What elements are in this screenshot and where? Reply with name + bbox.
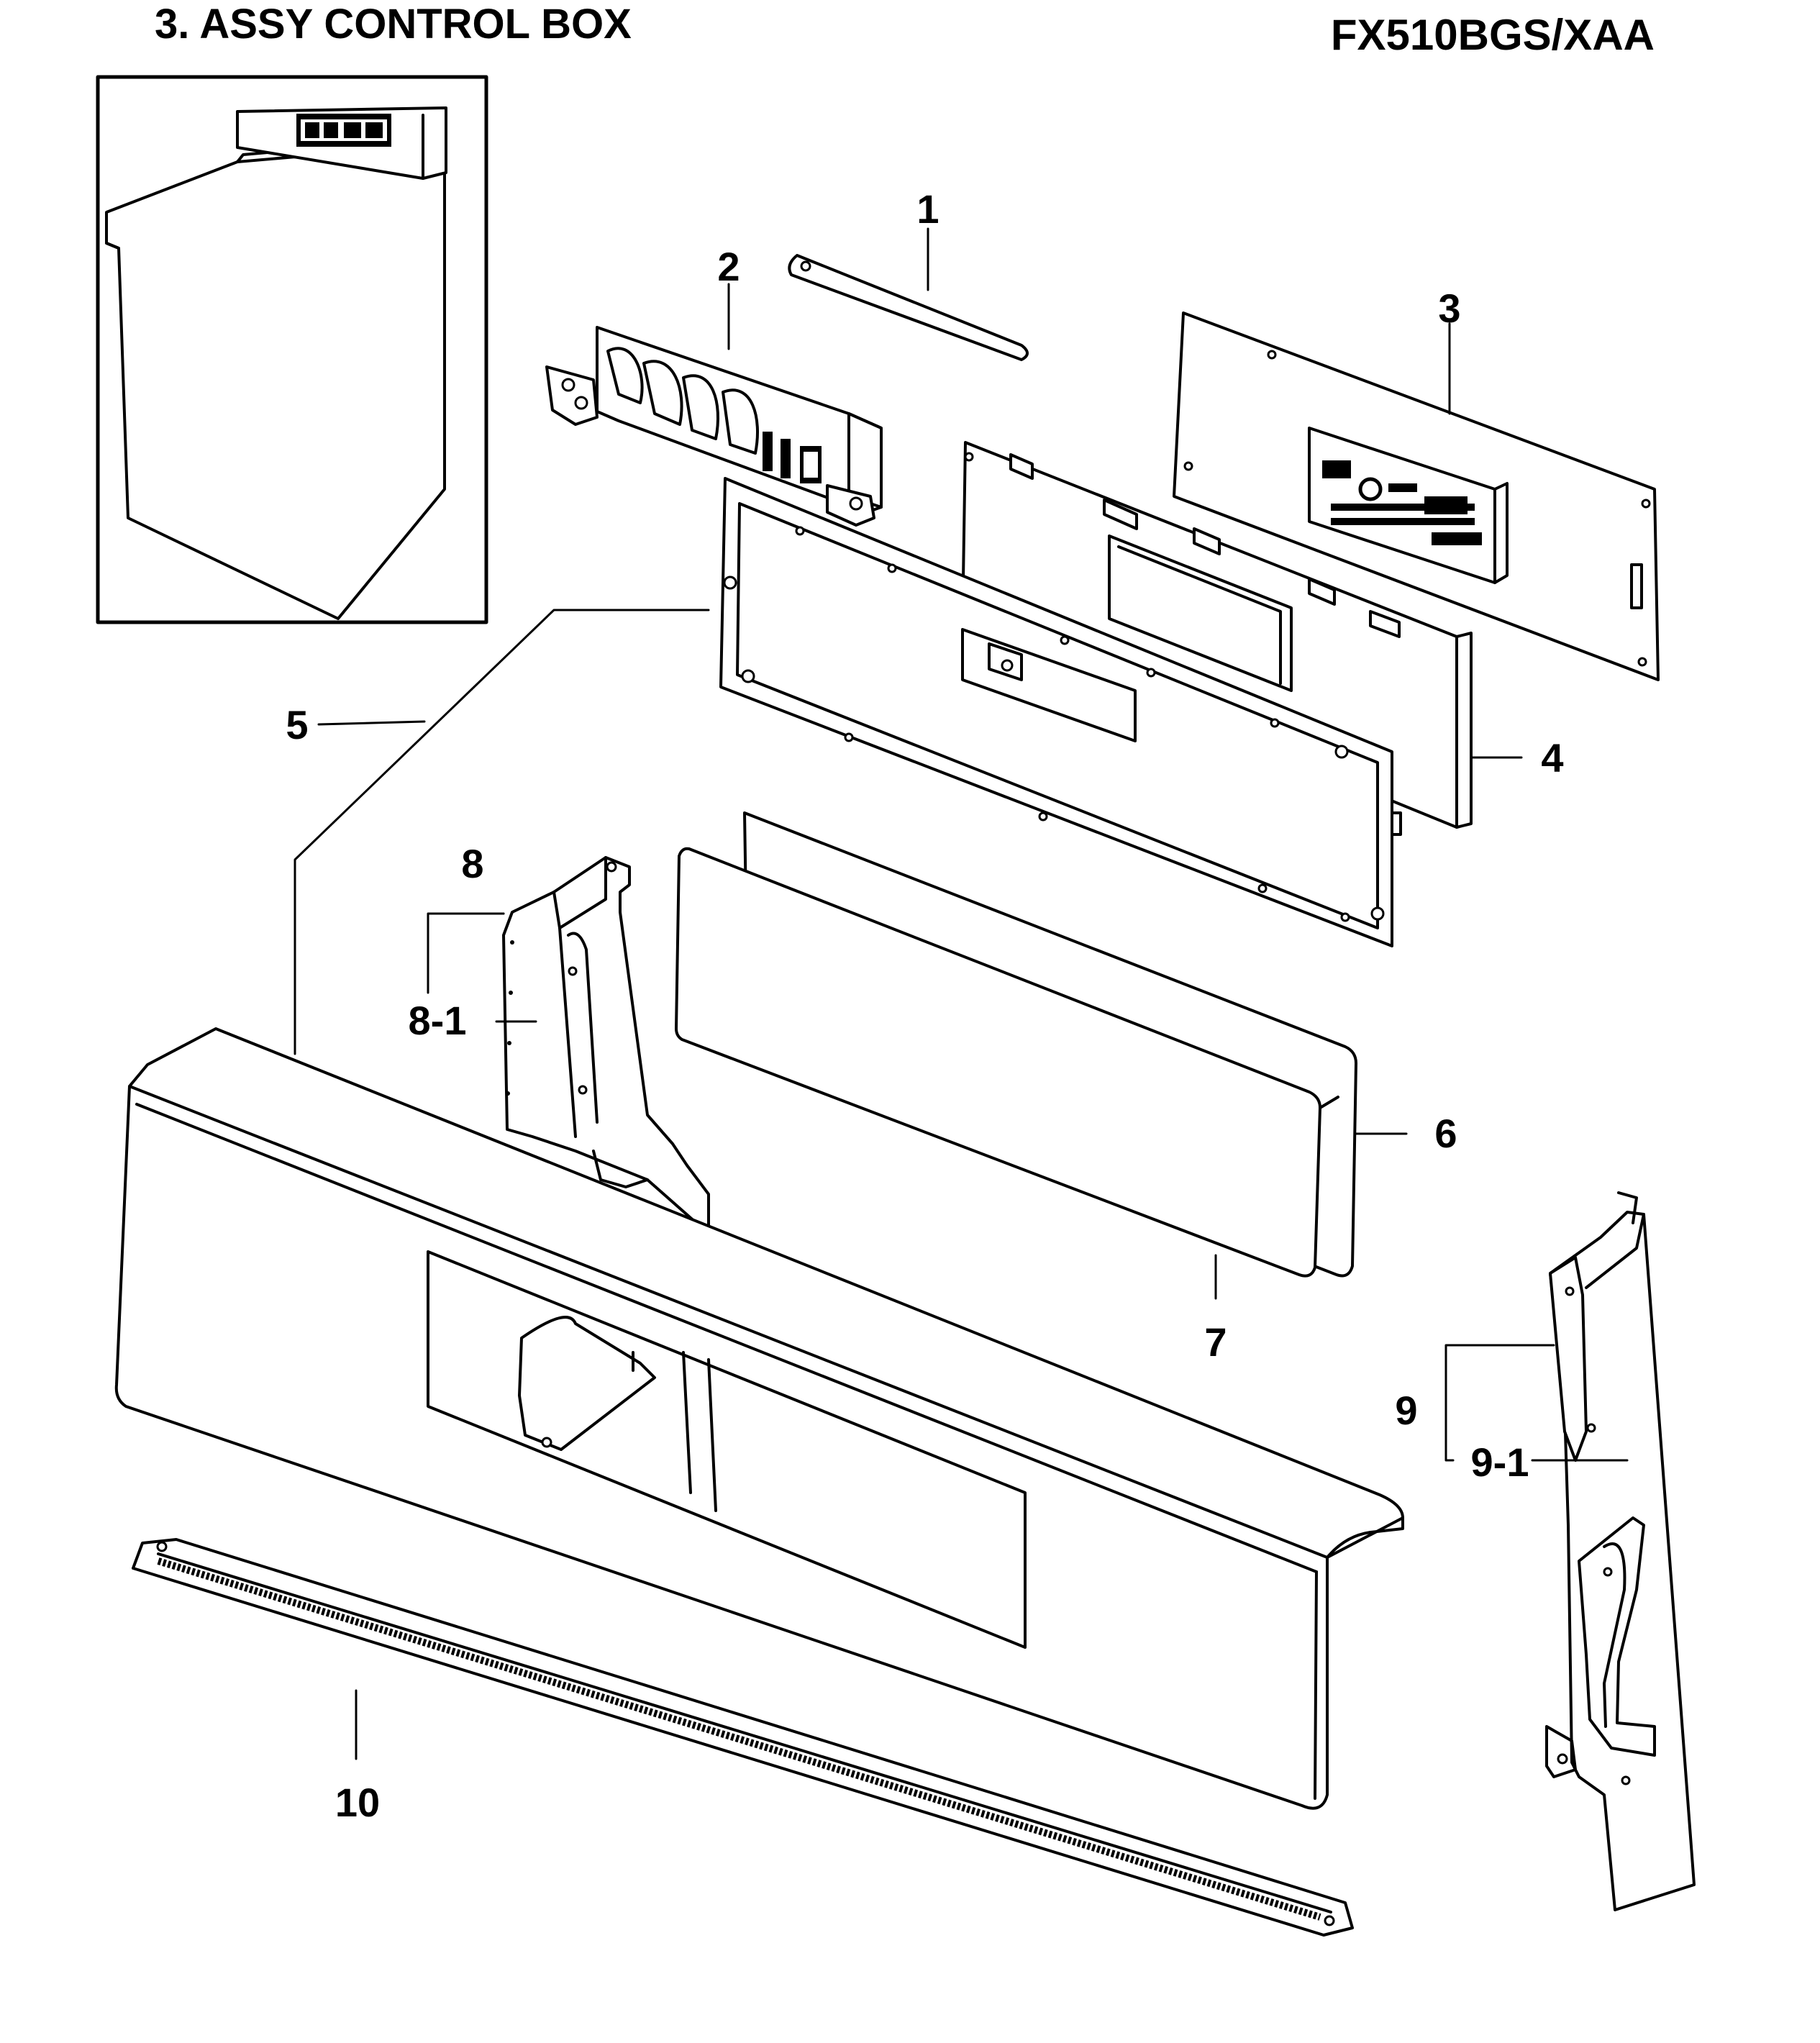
callout-8-1: 8-1 [409,998,467,1043]
part-9-right-bracket [1545,1191,1696,1911]
part-10-trim-strip [132,1538,1354,1937]
callout-4: 4 [1541,735,1563,781]
callout-6: 6 [1434,1111,1457,1156]
callout-10: 10 [335,1780,380,1825]
callout-5: 5 [286,702,308,747]
part-1-strap [788,254,1029,361]
callout-2: 2 [717,244,740,289]
part-8-left-bracket [502,856,710,1235]
part-6-7-glass-panel [675,811,1357,1278]
callout-9: 9 [1395,1388,1417,1433]
front-control-panel [114,1027,1404,1810]
model-number: FX510BGS/XAA [1330,11,1655,59]
range-overview-inset [96,75,488,624]
callout-7: 7 [1204,1319,1227,1365]
page-title: 3. ASSY CONTROL BOX [155,1,632,47]
callout-labels: 1 2 3 4 5 6 7 8 8-1 9 9-1 10 [286,186,1563,1825]
callout-9-1: 9-1 [1471,1439,1529,1485]
callout-3: 3 [1438,286,1460,331]
part-5-panel-frame [719,477,1393,947]
part-3-display-board [1173,311,1660,681]
part-2-switch-assembly [545,326,883,527]
callout-1: 1 [916,186,939,232]
callout-8: 8 [461,841,483,886]
leader-lines [294,227,1629,1760]
